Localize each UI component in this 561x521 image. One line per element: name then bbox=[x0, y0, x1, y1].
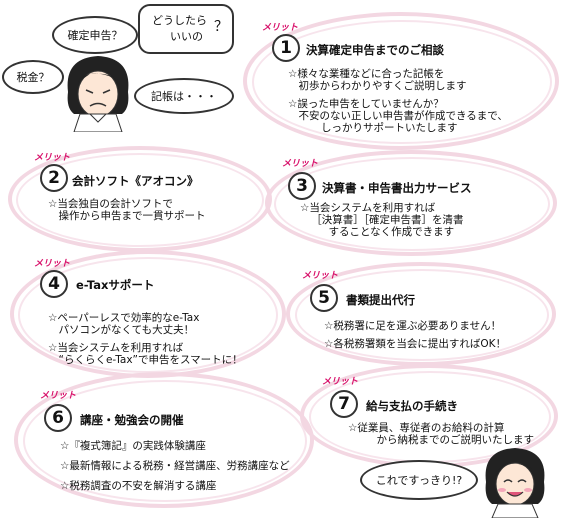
merit-2-title: 会計ソフト《アオコン》 bbox=[72, 174, 199, 188]
merit-4-line-4: “らくらくe-Tax”で申告をスマートに！ bbox=[48, 354, 243, 366]
merit-5-label: メリット bbox=[302, 271, 339, 281]
speech-doushitara-line2: いいの bbox=[170, 30, 203, 43]
merit-1-line-5: しっかりサポートいたします bbox=[300, 122, 458, 134]
merit-4-line-3: ☆当会システムを利用すれば bbox=[48, 342, 184, 354]
merit-4-label: メリット bbox=[34, 259, 71, 269]
ring-5-inner bbox=[295, 269, 549, 361]
merit-7-line-1: ☆従業員、専従者のお給料の計算 bbox=[348, 422, 505, 434]
merit-3-line-2: ［決算書］［確定申告書］を清書 bbox=[306, 214, 464, 226]
speech-doushitara: どうしたら いいの ？ bbox=[138, 4, 234, 54]
ring-1 bbox=[243, 12, 559, 150]
merit-1-line-2: 初歩からわかりやすくご説明します bbox=[288, 80, 467, 92]
merit-6-number: 6 bbox=[44, 404, 72, 432]
merit-5-line-1: ☆税務署に足を運ぶ必要ありません！ bbox=[324, 320, 502, 332]
merit-6-title: 講座・勉強会の開催 bbox=[80, 413, 184, 427]
ring-3 bbox=[265, 150, 557, 256]
cloud-sukkiri-text: これですっきり!? bbox=[375, 474, 463, 487]
merit-6-label: メリット bbox=[40, 391, 77, 401]
merit-1-line-4: 不安のない正しい申告書が作成できるまで、 bbox=[288, 110, 508, 122]
merit-4-line-1: ☆ペーパーレスで効率的なe-Tax bbox=[48, 312, 200, 324]
merit-1-label: メリット bbox=[262, 23, 299, 33]
cloud-zeikin: 税金？ bbox=[2, 60, 64, 94]
merit-7-label: メリット bbox=[322, 377, 359, 387]
merit-4-title: e-Taxサポート bbox=[76, 278, 155, 292]
merit-2-line-2: 操作から申告まで一貫サポート bbox=[48, 210, 206, 222]
cloud-kakutei: 確定申告？ bbox=[52, 16, 138, 54]
merit-3-number: 3 bbox=[288, 172, 316, 200]
merit-2-label: メリット bbox=[34, 153, 71, 163]
merit-3-line-3: することなく作成できます bbox=[318, 226, 455, 238]
merit-6-line-2: ☆最新情報による税務・経営講座、労務講座など bbox=[60, 460, 290, 472]
happy-woman-icon bbox=[485, 448, 545, 518]
merit-4-line-2: パソコンがなくても大丈夫！ bbox=[48, 324, 195, 336]
merit-1-title: 決算確定申告までのご相談 bbox=[306, 43, 444, 57]
merit-7-number: 7 bbox=[330, 390, 358, 418]
cloud-kichou-text: 記帳は・・・ bbox=[151, 90, 217, 103]
merit-7-line-2: から納税までのご説明いたします bbox=[366, 434, 534, 446]
merit-1-line-1: ☆様々な業種などに合った記帳を bbox=[288, 68, 445, 80]
ring-1-inner bbox=[252, 20, 552, 144]
cloud-sukkiri: これですっきり!? bbox=[360, 460, 478, 500]
merit-2-number: 2 bbox=[40, 164, 68, 192]
ring-6 bbox=[14, 372, 314, 508]
merit-5-number: 5 bbox=[310, 284, 338, 312]
ring-6-inner bbox=[23, 380, 307, 502]
merit-3-title: 決算書・申告書出力サービス bbox=[322, 181, 472, 195]
cloud-zeikin-text: 税金？ bbox=[16, 71, 50, 84]
merit-6-line-1: ☆『複式簿記』の実践体験講座 bbox=[60, 440, 206, 452]
merit-5-line-2: ☆各税務署類を当会に提出すればOK！ bbox=[324, 338, 507, 350]
merit-1-number: 1 bbox=[272, 34, 300, 62]
speech-doushitara-q: ？ bbox=[214, 19, 228, 35]
worried-woman-icon bbox=[67, 56, 129, 132]
merit-7-title: 給与支払の手続き bbox=[366, 399, 458, 413]
merit-4-number: 4 bbox=[40, 270, 68, 298]
merit-5-title: 書類提出代行 bbox=[346, 293, 415, 307]
merit-3-line-1: ☆当会システムを利用すれば bbox=[300, 202, 436, 214]
speech-doushitara-line1: どうしたら bbox=[152, 14, 207, 27]
merit-3-label: メリット bbox=[282, 159, 319, 169]
cloud-kichou: 記帳は・・・ bbox=[134, 78, 234, 114]
merit-1-line-3: ☆誤った申告をしていませんか？ bbox=[288, 98, 444, 110]
ring-3-inner bbox=[274, 157, 550, 251]
cloud-kakutei-text: 確定申告？ bbox=[67, 29, 123, 42]
ring-2-inner bbox=[16, 153, 264, 247]
merit-6-line-3: ☆税務調査の不安を解消する講座 bbox=[60, 480, 217, 492]
merit-2-line-1: ☆当会独自の会計ソフトで bbox=[48, 198, 173, 210]
